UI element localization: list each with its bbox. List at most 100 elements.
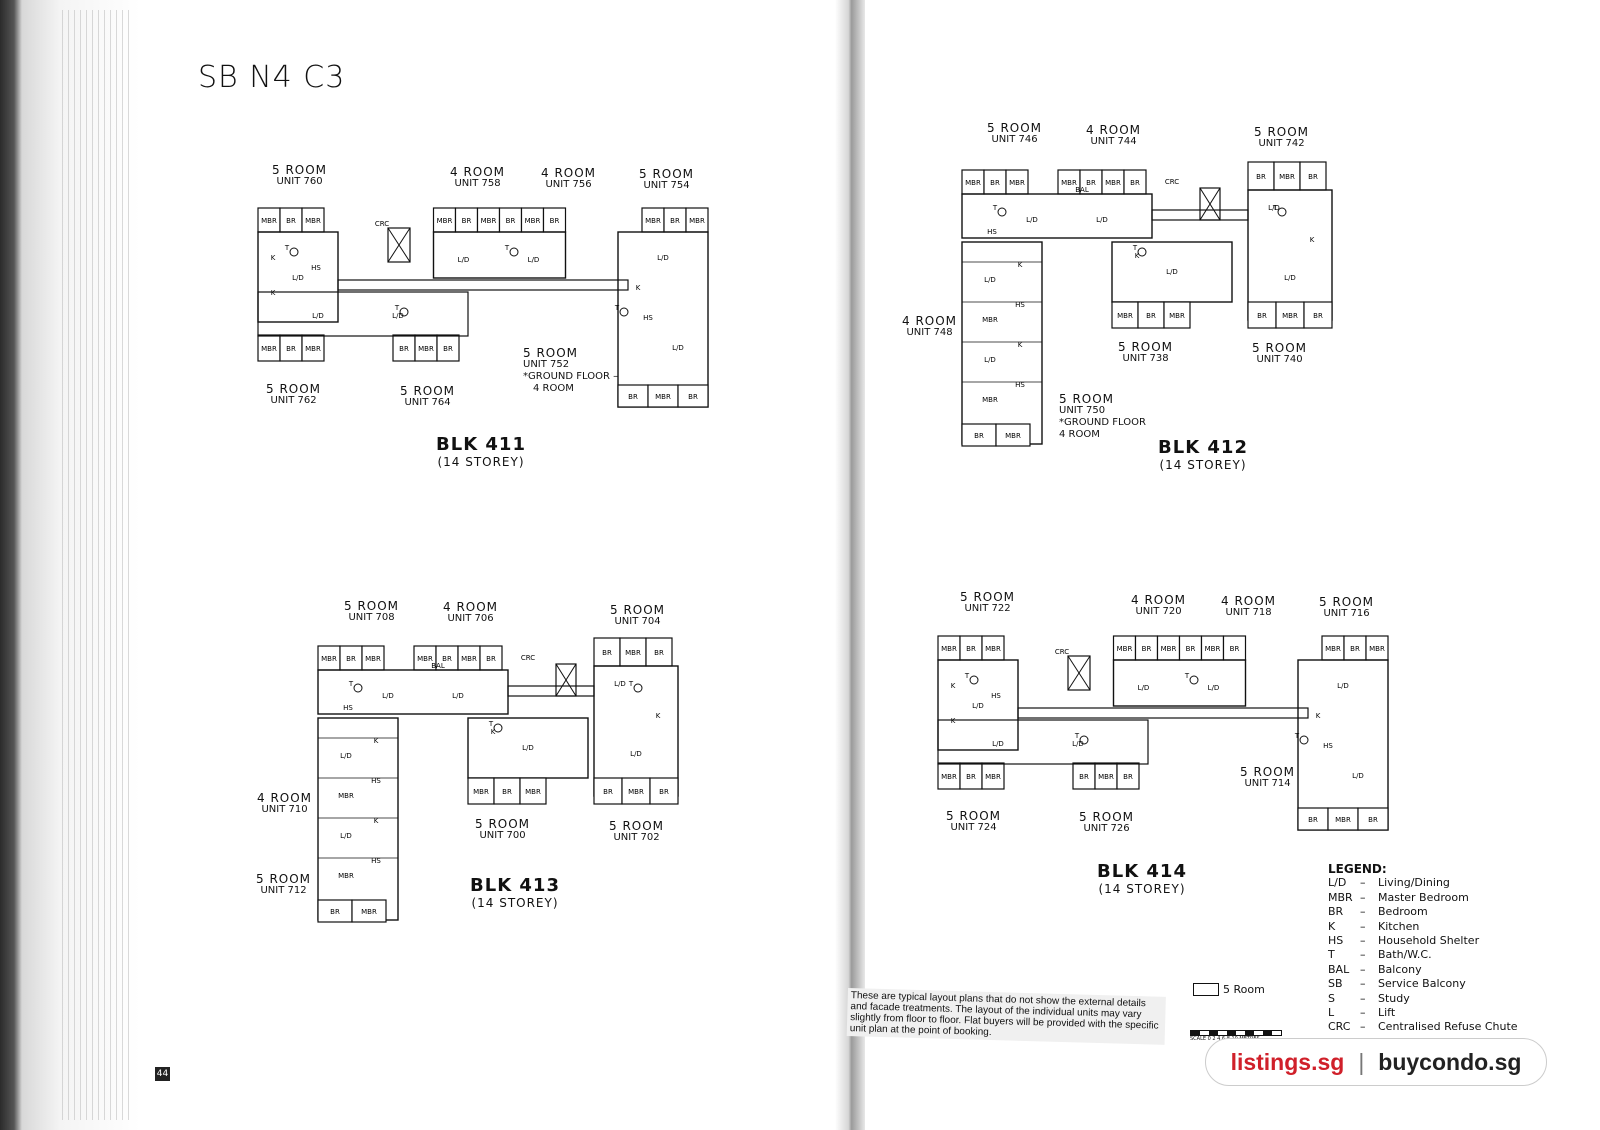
legend-item: S–Study — [1328, 992, 1518, 1006]
room-code: K — [951, 717, 956, 725]
legend-label: Centralised Refuse Chute — [1378, 1020, 1518, 1034]
room-code: MBR — [1009, 179, 1025, 187]
room-code: L/D — [452, 692, 464, 700]
room-code: T — [348, 680, 354, 688]
room-code: L/D — [657, 254, 669, 262]
legend-item: HS–Household Shelter — [1328, 934, 1518, 948]
room-code: MBR — [941, 773, 957, 781]
room-outline — [677, 384, 709, 408]
room-code: T — [614, 304, 620, 312]
room-code: BR — [1313, 312, 1323, 320]
legend-label: Master Bedroom — [1378, 890, 1469, 904]
room-code: MBR — [525, 217, 541, 225]
room-code: MBR — [418, 345, 434, 353]
five-room-swatch — [1193, 983, 1219, 996]
room-code: CRC — [521, 654, 535, 662]
room-code: BR — [286, 345, 296, 353]
legend-label: Lift — [1378, 1006, 1396, 1020]
room-code: L/D — [522, 744, 534, 752]
room-code: MBR — [1105, 179, 1121, 187]
wing-outline — [937, 719, 1149, 765]
legend-dash: – — [1360, 919, 1366, 933]
room-code: MBR — [417, 655, 433, 663]
room-code: T — [1074, 732, 1080, 740]
legend-code: SB — [1328, 977, 1343, 991]
room-code: HS — [371, 857, 381, 865]
room-code: L/D — [1138, 684, 1150, 692]
room-code: BR — [399, 345, 409, 353]
room-outline — [1303, 301, 1333, 329]
room-code: BR — [1146, 312, 1156, 320]
legend-item: K–Kitchen — [1328, 920, 1518, 934]
toilet-fixture — [289, 247, 299, 257]
room-code: L/D — [340, 832, 352, 840]
room-code: MBR — [1335, 816, 1351, 824]
room-code: MBR — [338, 872, 354, 880]
room-outline — [467, 777, 495, 805]
room-code: T — [1272, 204, 1278, 212]
room-outline — [1247, 301, 1277, 329]
legend-code: L/D — [1328, 876, 1347, 890]
room-code: L/D — [458, 256, 470, 264]
legend-code: S — [1328, 991, 1335, 1005]
legend-dash: – — [1360, 905, 1366, 919]
room-code: MBR — [1325, 645, 1341, 653]
room-outline — [519, 777, 547, 805]
toilet-fixture — [493, 723, 503, 733]
toilet-fixture — [1079, 735, 1089, 745]
room-code: L/D — [1026, 216, 1038, 224]
room-code: T — [964, 672, 970, 680]
room-code: MBR — [261, 345, 277, 353]
toilet-fixture — [353, 683, 363, 693]
watermark-listings[interactable]: listings.sg — [1230, 1048, 1345, 1075]
room-code: L/D — [292, 274, 304, 282]
room-code: MBR — [1098, 773, 1114, 781]
room-code: MBR — [625, 649, 641, 657]
toilet-fixture — [969, 675, 979, 685]
toilet-fixture — [1299, 735, 1309, 745]
room-code: K — [636, 284, 641, 292]
room-code: BR — [1257, 312, 1267, 320]
room-code: MBR — [338, 792, 354, 800]
watermark-badge[interactable]: listings.sg | buycondo.sg — [1205, 1038, 1547, 1086]
room-code: MBR — [361, 908, 377, 916]
room-code: BR — [462, 217, 472, 225]
room-code: MBR — [645, 217, 661, 225]
legend-dash: – — [1360, 934, 1366, 948]
room-outline — [351, 899, 387, 923]
room-code: L/D — [984, 276, 996, 284]
lift-core — [1067, 655, 1091, 691]
room-code: BAL — [431, 662, 445, 670]
room-code: L/D — [1096, 216, 1108, 224]
room-code: L/D — [1268, 204, 1280, 212]
watermark-buycondo[interactable]: buycondo.sg — [1378, 1048, 1522, 1075]
legend-item: BR–Bedroom — [1328, 905, 1518, 919]
room-code: MBR — [1161, 645, 1177, 653]
room-code: T — [504, 244, 510, 252]
wing-outline — [937, 659, 1019, 751]
legend-dash: – — [1360, 962, 1366, 976]
room-code: MBR — [965, 179, 981, 187]
room-code: CRC — [1165, 178, 1179, 186]
room-code: BR — [330, 908, 340, 916]
room-outline — [436, 334, 460, 362]
room-code: K — [951, 682, 956, 690]
room-code: HS — [643, 314, 653, 322]
room-code: BR — [974, 432, 984, 440]
legend-code: L — [1328, 1006, 1335, 1020]
legend-code: T — [1328, 948, 1335, 962]
disclaimer-note: These are typical layout plans that do n… — [846, 988, 1166, 1045]
legend-item: L–Lift — [1328, 1006, 1518, 1020]
room-code: T — [1294, 732, 1300, 740]
legend-dash: – — [1360, 890, 1366, 904]
